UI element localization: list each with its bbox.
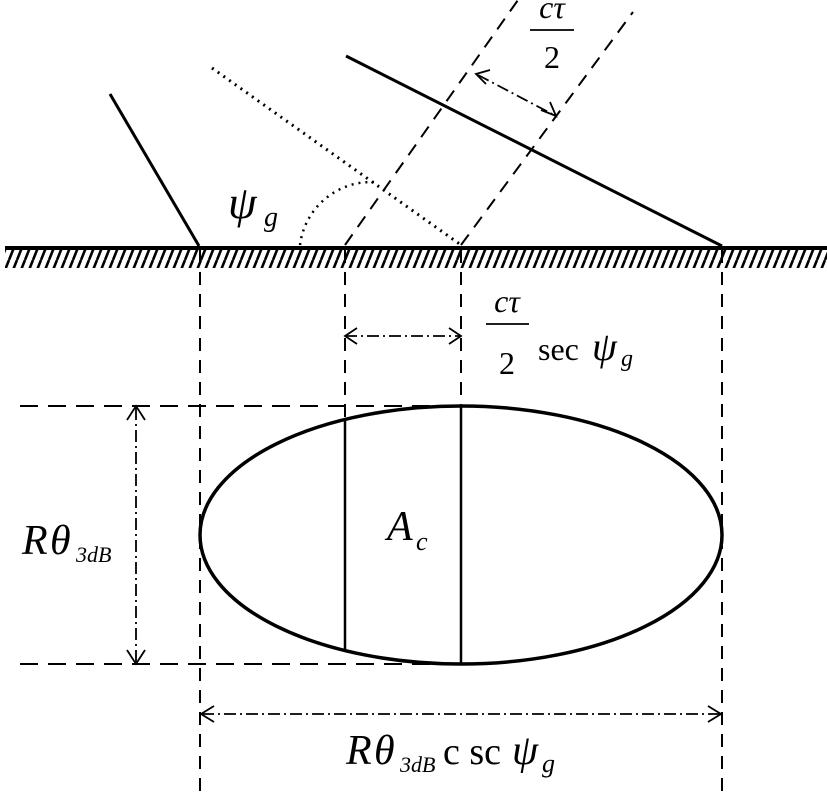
ground-resolution-dimension — [343, 327, 463, 345]
footprint-length-function: c sc — [443, 731, 501, 773]
wavefront-trailing-line — [460, 11, 634, 246]
range-resolution-denominator: 2 — [544, 39, 560, 75]
ground-resolution-arrowhead-right — [448, 327, 463, 345]
footprint-length-R: R — [345, 728, 372, 774]
footprint-length-arrowhead-right — [707, 705, 723, 723]
range-resolution-numerator: cτ — [539, 0, 566, 25]
beam-width-dimension — [126, 404, 146, 666]
beam-right-edge-ray — [345, 54, 723, 248]
clutter-area-symbol: A — [384, 504, 413, 550]
grazing-angle-subscript: g — [264, 202, 278, 233]
clutter-area-label: A c — [384, 504, 428, 556]
footprint-length-symbol: ψ — [512, 728, 539, 774]
ground-hatching — [5, 248, 827, 268]
beam-width-R: R — [21, 518, 48, 564]
beam-width-subscript: 3dB — [75, 542, 111, 567]
grazing-angle-symbol: ψ — [228, 177, 258, 228]
footprint-length-label: R θ 3dB c sc ψ g — [345, 728, 555, 778]
ground-resolution-function: sec — [538, 331, 579, 367]
footprint-length-subscript2: g — [542, 749, 555, 778]
ground-resolution-subscript: g — [621, 346, 633, 372]
beam-left-edge-ray — [108, 93, 201, 247]
ground-resolution-symbol: ψ — [592, 324, 618, 369]
ground-resolution-arrowhead-left — [343, 327, 358, 345]
ground-resolution-denominator: 2 — [499, 345, 515, 381]
grazing-angle-label: ψ g — [228, 177, 278, 233]
ground-surface — [5, 246, 827, 268]
range-resolution-arrow-line — [477, 74, 555, 116]
grazing-angle-arc — [298, 180, 375, 246]
beam-width-label: R θ 3dB — [21, 518, 111, 567]
footprint-length-subscript: 3dB — [399, 752, 435, 777]
range-resolution-dimension — [474, 69, 558, 118]
footprint-length-arrowhead-left — [199, 705, 215, 723]
beam-width-arrowhead-bottom — [126, 649, 146, 666]
footprint-length-theta: θ — [374, 728, 395, 774]
line-of-sight — [211, 66, 462, 247]
range-resolution-label: cτ 2 — [530, 0, 574, 75]
wavefront-leading-line — [344, 0, 519, 246]
clutter-area-subscript: c — [416, 527, 428, 556]
beam-width-theta: θ — [50, 518, 71, 564]
footprint-length-dimension — [199, 705, 723, 723]
range-resolution-arrowhead-left — [474, 69, 491, 85]
ground-resolution-label: cτ 2 sec ψ g — [486, 283, 633, 381]
ground-resolution-numerator: cτ — [494, 283, 521, 319]
range-resolution-arrowhead-right — [540, 101, 558, 118]
beam-width-arrowhead-top — [126, 404, 146, 421]
